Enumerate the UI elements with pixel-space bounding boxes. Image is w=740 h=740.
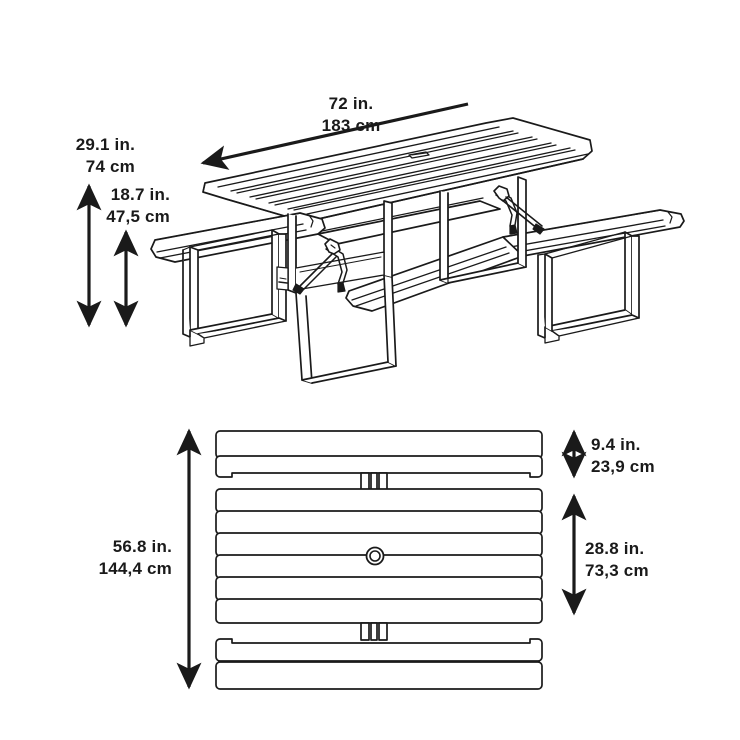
connector-bar	[360, 472, 370, 491]
connector-upper	[360, 472, 388, 491]
slat	[215, 510, 543, 535]
dimension-table-width-inches: 28.8 in.	[585, 539, 645, 558]
dimension-length-inches: 72 in.	[328, 94, 374, 113]
umbrella-hole-inner	[369, 550, 381, 562]
connector-bar	[370, 622, 378, 641]
dimension-overall-width-label: 56.8 in. 144,4 cm	[40, 536, 172, 581]
connector-lower	[360, 622, 388, 641]
dimension-overall-width-centimeters: 144,4 cm	[98, 559, 172, 579]
perspective-dimension-arrows	[76, 102, 469, 328]
dimension-overall-width-inches: 56.8 in.	[112, 537, 172, 556]
arrow-length	[200, 102, 469, 170]
top-bench-upper	[215, 430, 543, 478]
top-dimension-arrows	[176, 428, 587, 690]
dimension-bench-width-label: 9.4 in. 23,9 cm	[591, 434, 721, 479]
connector-bar	[378, 472, 388, 491]
connector-bar	[370, 472, 378, 491]
dimension-length-centimeters: 183 cm	[321, 116, 381, 136]
folding-brace-near	[292, 238, 348, 295]
slat	[215, 430, 543, 459]
slat	[215, 598, 543, 624]
top-table-slats	[215, 488, 543, 624]
slat	[215, 488, 543, 513]
dimension-bench-width-inches: 9.4 in.	[591, 435, 641, 454]
slat	[215, 638, 543, 662]
connector-bar	[378, 622, 388, 641]
dimension-seat-height-inches: 18.7 in.	[110, 185, 170, 204]
dimension-seat-height-label: 18.7 in. 47,5 cm	[48, 184, 170, 229]
folding-brace-far	[493, 185, 545, 235]
slat	[215, 455, 543, 478]
dimension-bench-width-centimeters: 23,9 cm	[591, 457, 655, 477]
dimension-overall-height-label: 29.1 in. 74 cm	[25, 134, 135, 179]
dimension-table-width-centimeters: 73,3 cm	[585, 561, 649, 581]
dimension-overall-height-centimeters: 74 cm	[85, 157, 135, 177]
dimension-length-label: 72 in. 183 cm	[281, 93, 421, 138]
dimension-seat-height-centimeters: 47,5 cm	[106, 207, 170, 227]
dimension-overall-height-inches: 29.1 in.	[75, 135, 135, 154]
right-bench	[345, 209, 685, 344]
slat	[215, 661, 543, 690]
perspective-view	[150, 117, 685, 384]
table-legs	[276, 176, 527, 384]
table-top	[202, 117, 593, 223]
top-view	[215, 430, 543, 690]
dimension-table-width-label: 28.8 in. 73,3 cm	[585, 538, 725, 583]
connector-bar	[360, 622, 370, 641]
top-bench-lower	[215, 638, 543, 690]
slat	[215, 576, 543, 601]
left-bench	[150, 197, 501, 347]
